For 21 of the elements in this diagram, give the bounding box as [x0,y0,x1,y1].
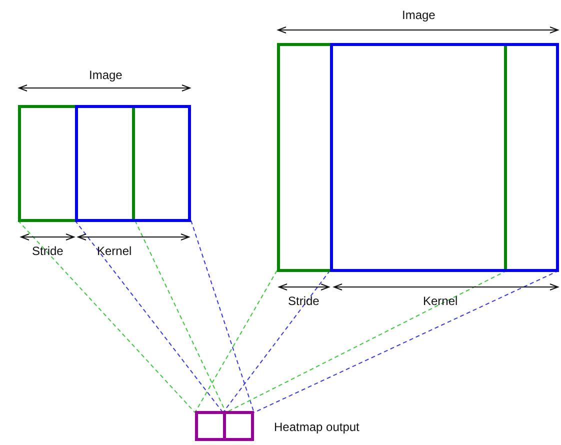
window-box [75,105,191,222]
window-box [330,43,559,272]
dashed-line [18,220,196,413]
dimension-label: Kernel [423,294,458,308]
dimension-label: Stride [288,294,320,308]
dimension-label: Kernel [97,244,132,258]
dashed-line [226,270,508,413]
dashed-line [194,270,278,413]
dimension-label: Image [89,68,122,82]
dashed-line [74,220,224,413]
heatmap-cell [223,411,254,441]
dashed-line [190,220,254,413]
window-box [18,105,135,222]
dimension-label: Stride [32,244,64,258]
caption-text: Heatmap output [274,420,360,434]
dashed-line [222,270,330,413]
dashed-line [254,270,560,413]
dimension-label: Image [402,8,436,22]
heatmap-cell [195,411,226,441]
dashed-line [134,220,226,413]
window-box [277,43,507,272]
